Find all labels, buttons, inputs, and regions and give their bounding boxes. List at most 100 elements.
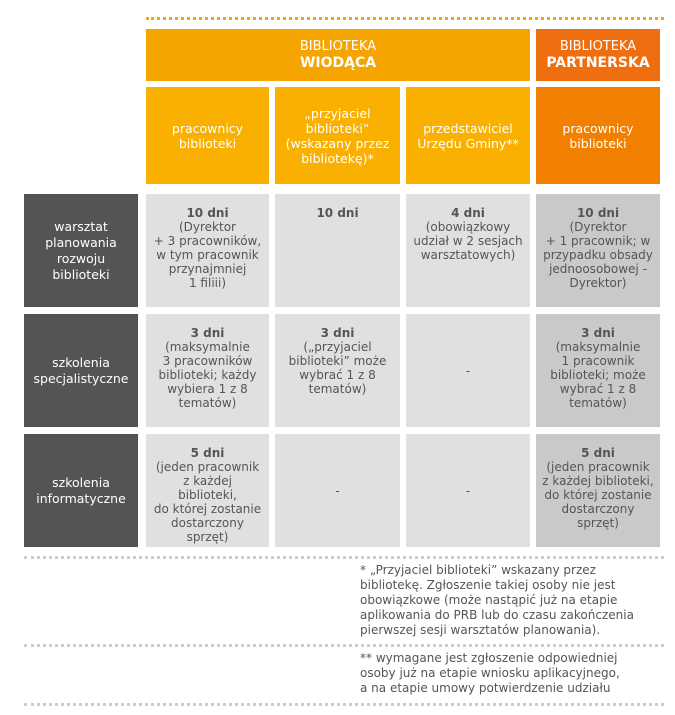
header-partnerska-line2: PARTNERSKA — [546, 55, 650, 71]
cell-line: wybrać 1 z 8 — [559, 382, 637, 396]
column-header-line: biblioteki — [569, 135, 627, 151]
cell-line: w tym pracownik — [156, 248, 259, 262]
column-header-line: Urzędu Gminy** — [417, 135, 519, 151]
column-header-line: bibliotekę)* — [301, 150, 374, 166]
column-header-line: przedstawiciel — [423, 120, 513, 136]
cell-line: jednoosobowej - — [549, 262, 647, 276]
cell-line: + 3 pracowników, — [153, 234, 262, 248]
footnote-line: obowiązkowe (może nastąpić już na etapie — [360, 593, 618, 607]
cell-line: dostarczony — [171, 516, 244, 530]
cell-line: tematów) — [569, 396, 627, 410]
footnote-line: osoby już na etapie wniosku aplikacyjneg… — [360, 666, 620, 680]
cell-line: dostarczony — [561, 502, 635, 516]
cell-line: przypadku obsady — [543, 248, 653, 262]
row-label-line: szkolenia — [52, 354, 110, 370]
row-label-line: szkolenia — [52, 474, 110, 490]
cell-dash: - — [335, 483, 340, 498]
cell-line: (Dyrektor — [569, 220, 627, 234]
row-label-szkolenia-specjalistyczne: szkolenia specjalistyczne — [24, 314, 138, 427]
table-cell: - — [406, 314, 530, 427]
footnote-przyjaciel: * „Przyjaciel biblioteki” wskazany przez… — [360, 563, 660, 638]
footnote-line: aplikowania do PRB lub do czasu zakończe… — [360, 608, 634, 622]
cell-line: biblioteki; może — [550, 368, 646, 382]
table-cell: 10 dni (Dyrektor + 3 pracowników, w tym … — [146, 194, 269, 307]
cell-title: 10 dni — [186, 206, 229, 220]
row-label-line: specjalistyczne — [33, 370, 129, 386]
footnote-line: ** wymagane jest zgłoszenie odpowiedniej — [360, 651, 618, 665]
cell-line: („przyjaciel — [303, 340, 372, 354]
cell-title: 4 dni — [451, 206, 485, 220]
cell-line: z każdej biblioteki, — [178, 474, 237, 502]
footnote-line: * „Przyjaciel biblioteki” wskazany przez — [360, 563, 596, 577]
cell-title: 10 dni — [316, 206, 359, 220]
cell-title: 10 dni — [576, 206, 620, 220]
footnote-divider — [24, 644, 664, 647]
column-header-line: pracownicy — [171, 120, 244, 136]
header-biblioteka-wiodaca: BIBLIOTEKA WIODĄCA — [146, 29, 530, 81]
footnote-line: bibliotekę. Zgłoszenie takiej osoby nie … — [360, 578, 616, 592]
table-cell: 10 dni (Dyrektor + 1 pracownik; w przypa… — [536, 194, 660, 307]
footnote-line: a na etapie umowy potwierdzenie udziału — [360, 681, 611, 695]
bottom-divider — [24, 703, 664, 706]
table-cell: 3 dni (maksymalnie 1 pracownik bibliotek… — [536, 314, 660, 427]
cell-line: do której zostanie — [153, 502, 262, 516]
cell-line: sprzęt) — [577, 516, 619, 530]
cell-line: sprzęt) — [186, 530, 229, 544]
row-label-line: warsztat — [54, 218, 108, 234]
table-cell: 3 dni (maksymalnie 3 pracowników bibliot… — [146, 314, 269, 427]
cell-line: 1 pracownik — [561, 354, 635, 368]
cell-line: tematów) — [178, 396, 237, 410]
row-label-szkolenia-informatyczne: szkolenia informatyczne — [24, 434, 138, 547]
column-header-line: „przyjaciel — [304, 105, 371, 121]
cell-line: (maksymalnie — [165, 340, 250, 354]
table-cell: 3 dni („przyjaciel biblioteki” może wybr… — [275, 314, 400, 427]
cell-title: 3 dni — [320, 326, 355, 340]
cell-dash: - — [465, 483, 471, 498]
table-cell: 5 dni (jeden pracownik z każdej bibliote… — [536, 434, 660, 547]
cell-title: 5 dni — [190, 446, 225, 460]
column-header-urzad-gminy: przedstawiciel Urzędu Gminy** — [406, 87, 530, 184]
cell-line: (obowiązkowy — [425, 220, 511, 234]
table-cell: - — [275, 434, 400, 547]
table-bottom-divider — [24, 556, 664, 559]
column-header-line: (wskazany przez — [285, 135, 390, 151]
cell-line: Dyrektor) — [569, 276, 627, 290]
header-wiodaca-line1: BIBLIOTEKA — [299, 39, 377, 54]
table-cell: - — [406, 434, 530, 547]
column-header-pracownicy-partnerska: pracownicy biblioteki — [536, 87, 660, 184]
header-wiodaca-line2: WIODĄCA — [299, 55, 377, 71]
row-label-line: planowania — [45, 234, 117, 250]
cell-line: + 1 pracownik; w — [545, 234, 651, 248]
row-label-warsztat: warsztat planowania rozwoju biblioteki — [24, 194, 138, 307]
cell-line: (jeden pracownik — [546, 460, 650, 474]
cell-title: 5 dni — [581, 446, 615, 460]
cell-line: z każdej biblioteki, — [542, 474, 654, 488]
table-cell: 10 dni — [275, 194, 400, 307]
column-header-przyjaciel: „przyjaciel biblioteki” (wskazany przez … — [275, 87, 400, 184]
cell-line: przynajmniej — [168, 262, 247, 276]
cell-line: 1 filiii) — [188, 276, 227, 290]
cell-line: warsztatowych) — [420, 248, 516, 262]
cell-dash: - — [465, 363, 471, 378]
cell-line: wybrać 1 z 8 — [299, 368, 376, 382]
row-label-line: informatyczne — [36, 490, 126, 506]
header-biblioteka-partnerska: BIBLIOTEKA PARTNERSKA — [536, 29, 660, 81]
cell-line: tematów) — [308, 382, 367, 396]
table-cell: 5 dni (jeden pracownik z każdej bibliote… — [146, 434, 269, 547]
cell-line: (Dyrektor — [178, 220, 236, 234]
cell-title: 3 dni — [190, 326, 225, 340]
cell-line: do której zostanie — [544, 488, 652, 502]
column-header-line: biblioteki” — [305, 120, 370, 136]
cell-line: 3 pracowników — [162, 354, 253, 368]
column-header-pracownicy-wiodaca: pracownicy biblioteki — [146, 87, 269, 184]
cell-line: (jeden pracownik — [155, 460, 260, 474]
cell-title: 3 dni — [581, 326, 615, 340]
row-label-line: rozwoju — [56, 250, 106, 266]
cell-line: udział w 2 sesjach — [413, 234, 523, 248]
column-header-line: biblioteki — [178, 135, 237, 151]
top-dotted-divider — [146, 17, 664, 20]
cell-line: (maksymalnie — [555, 340, 641, 354]
footnote-line: pierwszej sesji warsztatów planowania). — [360, 623, 601, 637]
cell-line: biblioteki; każdy — [158, 368, 257, 382]
cell-line: biblioteki” może — [288, 354, 387, 368]
